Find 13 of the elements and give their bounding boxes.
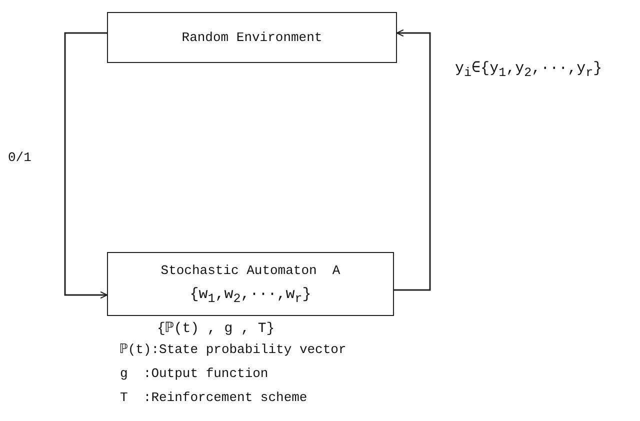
legend-definition: ℙ(t):State probability vector	[120, 342, 346, 357]
edge-label: y$_{i}$∈{y$_{1}$,y$_{2}$,···,y$_{r}$}	[455, 59, 602, 80]
node-title: Random Environment	[182, 30, 322, 45]
process-box	[107, 252, 394, 316]
process-box	[107, 12, 397, 63]
arrow	[64, 32, 108, 299]
legend-definition: T :Reinforcement scheme	[120, 390, 308, 405]
legend-definition: g :Output function	[120, 366, 268, 381]
node-title: Stochastic Automaton A	[160, 262, 340, 278]
node-caption: {ℙ(t) , g , T}	[157, 320, 275, 337]
edge-label: 0/1	[8, 150, 32, 165]
arrow	[394, 29, 431, 291]
state-set: {w$_{1}$,w$_{2}$,···,w$_{r}$}	[190, 286, 312, 306]
